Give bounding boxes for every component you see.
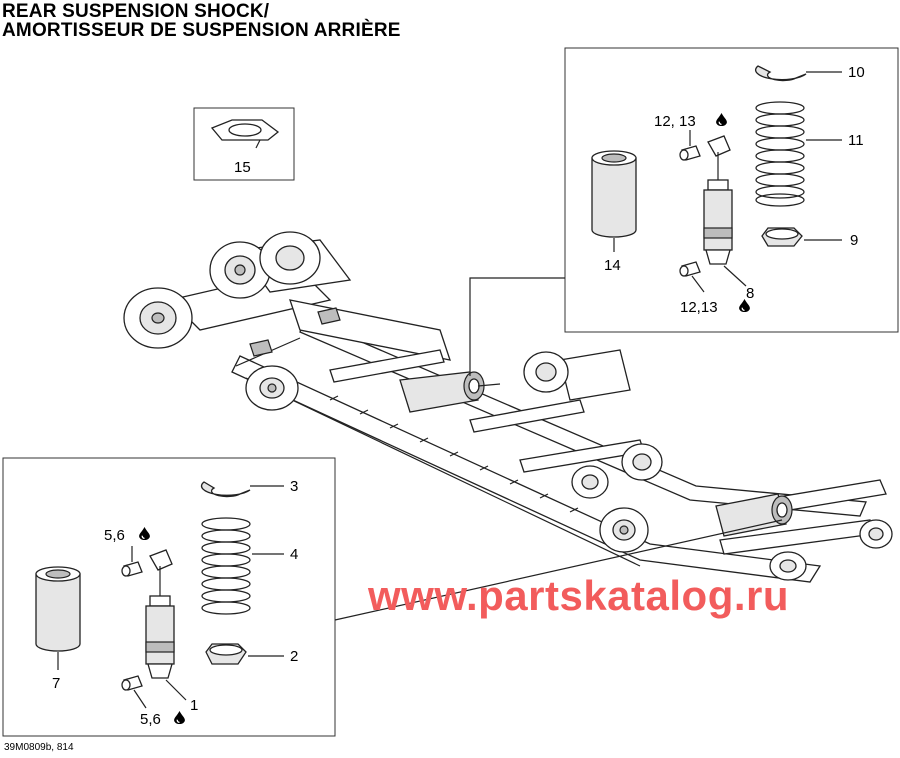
callout-2: 2 — [290, 648, 298, 665]
title-line-1: REAR SUSPENSION SHOCK/ — [2, 1, 270, 22]
idler-wheel — [123, 287, 193, 349]
part-1-shock-absorber[interactable] — [145, 549, 175, 679]
callout-14: 14 — [604, 257, 621, 274]
part-15-box: 15 — [193, 107, 295, 181]
callout-12-13-top: 12, 13 — [654, 113, 696, 130]
part-12-13-bushing-bottom[interactable] — [679, 261, 701, 277]
part-11-spring[interactable] — [755, 101, 805, 207]
idler-wheel — [571, 465, 609, 499]
part-7-boot[interactable] — [35, 566, 81, 670]
idler-wheel — [599, 507, 649, 553]
watermark: www.partskatalog.ru — [368, 572, 790, 619]
idler-wheel — [245, 365, 299, 411]
part-14-boot[interactable] — [591, 150, 637, 252]
part-8-shock-absorber[interactable] — [703, 135, 733, 265]
idler-wheel — [621, 443, 663, 481]
front-shock-box: 7 5,6 1 5,6 3 — [2, 457, 783, 737]
idler-wheel — [769, 551, 807, 581]
idler-wheel — [523, 351, 569, 393]
callout-12-13-bottom: 12,13 — [680, 299, 718, 316]
part-12-13-bushing-top[interactable] — [679, 145, 701, 161]
callout-9: 9 — [850, 232, 858, 249]
part-9-lower-retainer[interactable] — [761, 227, 803, 247]
part-15-plate[interactable] — [210, 119, 280, 149]
callout-4: 4 — [290, 546, 298, 563]
part-4-spring[interactable] — [201, 517, 251, 615]
callout-1: 1 — [190, 697, 198, 714]
rear-shock-box: 14 12, 13 8 12,13 — [469, 47, 899, 376]
callout-15: 15 — [234, 159, 251, 176]
suspension-frame — [123, 231, 893, 583]
callout-10: 10 — [848, 64, 865, 81]
idler-wheel — [859, 519, 893, 549]
part-5-6-bushing-bottom[interactable] — [121, 675, 143, 691]
part-3-spring-retainer[interactable] — [200, 481, 251, 498]
oil-drop-icon — [139, 527, 150, 540]
callout-5-6-top: 5,6 — [104, 527, 125, 544]
callout-8: 8 — [746, 285, 754, 302]
callout-5-6-bottom: 5,6 — [140, 711, 161, 728]
part-10-spring-retainer[interactable] — [754, 65, 807, 82]
callout-3: 3 — [290, 478, 298, 495]
oil-drop-icon — [716, 113, 727, 126]
idler-wheel — [209, 241, 271, 299]
callout-11: 11 — [848, 132, 864, 149]
callout-7: 7 — [52, 675, 60, 692]
part-2-lower-retainer[interactable] — [205, 643, 247, 665]
title-line-2: AMORTISSEUR DE SUSPENSION ARRIÈRE — [2, 20, 401, 41]
part-5-6-bushing-top[interactable] — [121, 561, 143, 577]
figure-code: 39M0809b, 814 — [4, 742, 74, 753]
diagram-title: REAR SUSPENSION SHOCK/ AMORTISSEUR DE SU… — [2, 2, 401, 40]
idler-wheel — [259, 231, 321, 285]
oil-drop-icon — [174, 711, 185, 724]
